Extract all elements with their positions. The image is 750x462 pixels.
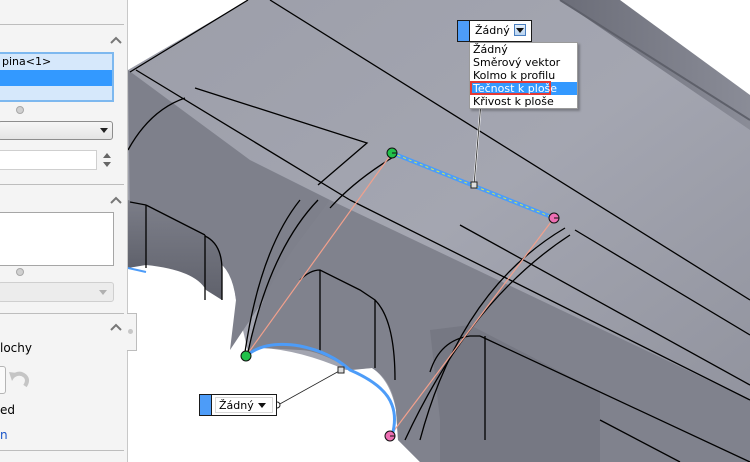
menu-item-none[interactable]: Žádný [473,43,508,56]
divider [0,313,124,314]
property-manager-panel: pina<1> lochy ed n [0,0,128,462]
chevron-down-icon[interactable] [256,399,268,411]
panel-collapse-handle[interactable] [127,313,137,351]
surface-label: lochy [0,341,32,355]
undo-icon[interactable] [8,368,30,390]
list-item[interactable]: pina<1> [2,55,52,68]
constraint-select-value: Žádný [219,399,254,412]
menu-item-curvature-to-face[interactable]: Křivost k ploše [473,95,554,108]
type-dropdown[interactable] [0,121,113,140]
option-label: ed [0,403,15,417]
constraint-select-value: Žádný [475,24,510,37]
chevron-up-icon[interactable] [109,195,123,205]
menu-item-normal-to-profile[interactable]: Kolmo k profilu [473,69,556,82]
chevron-up-icon[interactable] [109,322,123,332]
callout-flag [200,395,212,415]
chevron-down-icon [100,128,108,133]
selection-button[interactable] [0,366,6,394]
list-item[interactable] [0,86,112,102]
spin-down-icon[interactable] [103,162,111,167]
divider [0,24,124,25]
highlight-outline [470,81,551,95]
graphics-viewport[interactable] [128,0,750,462]
chevron-down-icon [99,290,107,295]
end-constraint-callout-bottom[interactable]: Žádný [199,394,277,416]
link-label[interactable]: n [0,428,8,442]
menu-item-tangent-to-face[interactable]: Tečnost k ploše [470,81,577,95]
menu-item-direction-vector[interactable]: Směrový vektor [473,56,561,69]
model-3d [128,0,750,462]
secondary-dropdown-disabled [0,282,114,302]
constraint-select[interactable]: Žádný [215,397,273,413]
callout-flag [458,21,470,41]
end-constraint-callout-top[interactable]: Žádný [457,20,532,42]
resize-handle[interactable] [16,106,24,114]
numeric-spinner[interactable] [101,150,113,170]
constraint-dropdown-menu[interactable]: Žádný Směrový vektor Kolmo k profilu Teč… [469,42,578,109]
divider [0,184,124,185]
resize-handle[interactable] [16,268,24,276]
chevron-up-icon[interactable] [109,35,123,45]
chevron-down-icon[interactable] [514,24,526,36]
numeric-input[interactable] [0,150,97,170]
spin-up-icon[interactable] [103,153,111,158]
list-item-selected[interactable] [0,70,112,86]
constraint-select[interactable]: Žádný [473,23,529,39]
secondary-listbox[interactable] [0,212,114,266]
selection-listbox[interactable]: pina<1> [0,52,114,102]
divider [0,450,124,451]
